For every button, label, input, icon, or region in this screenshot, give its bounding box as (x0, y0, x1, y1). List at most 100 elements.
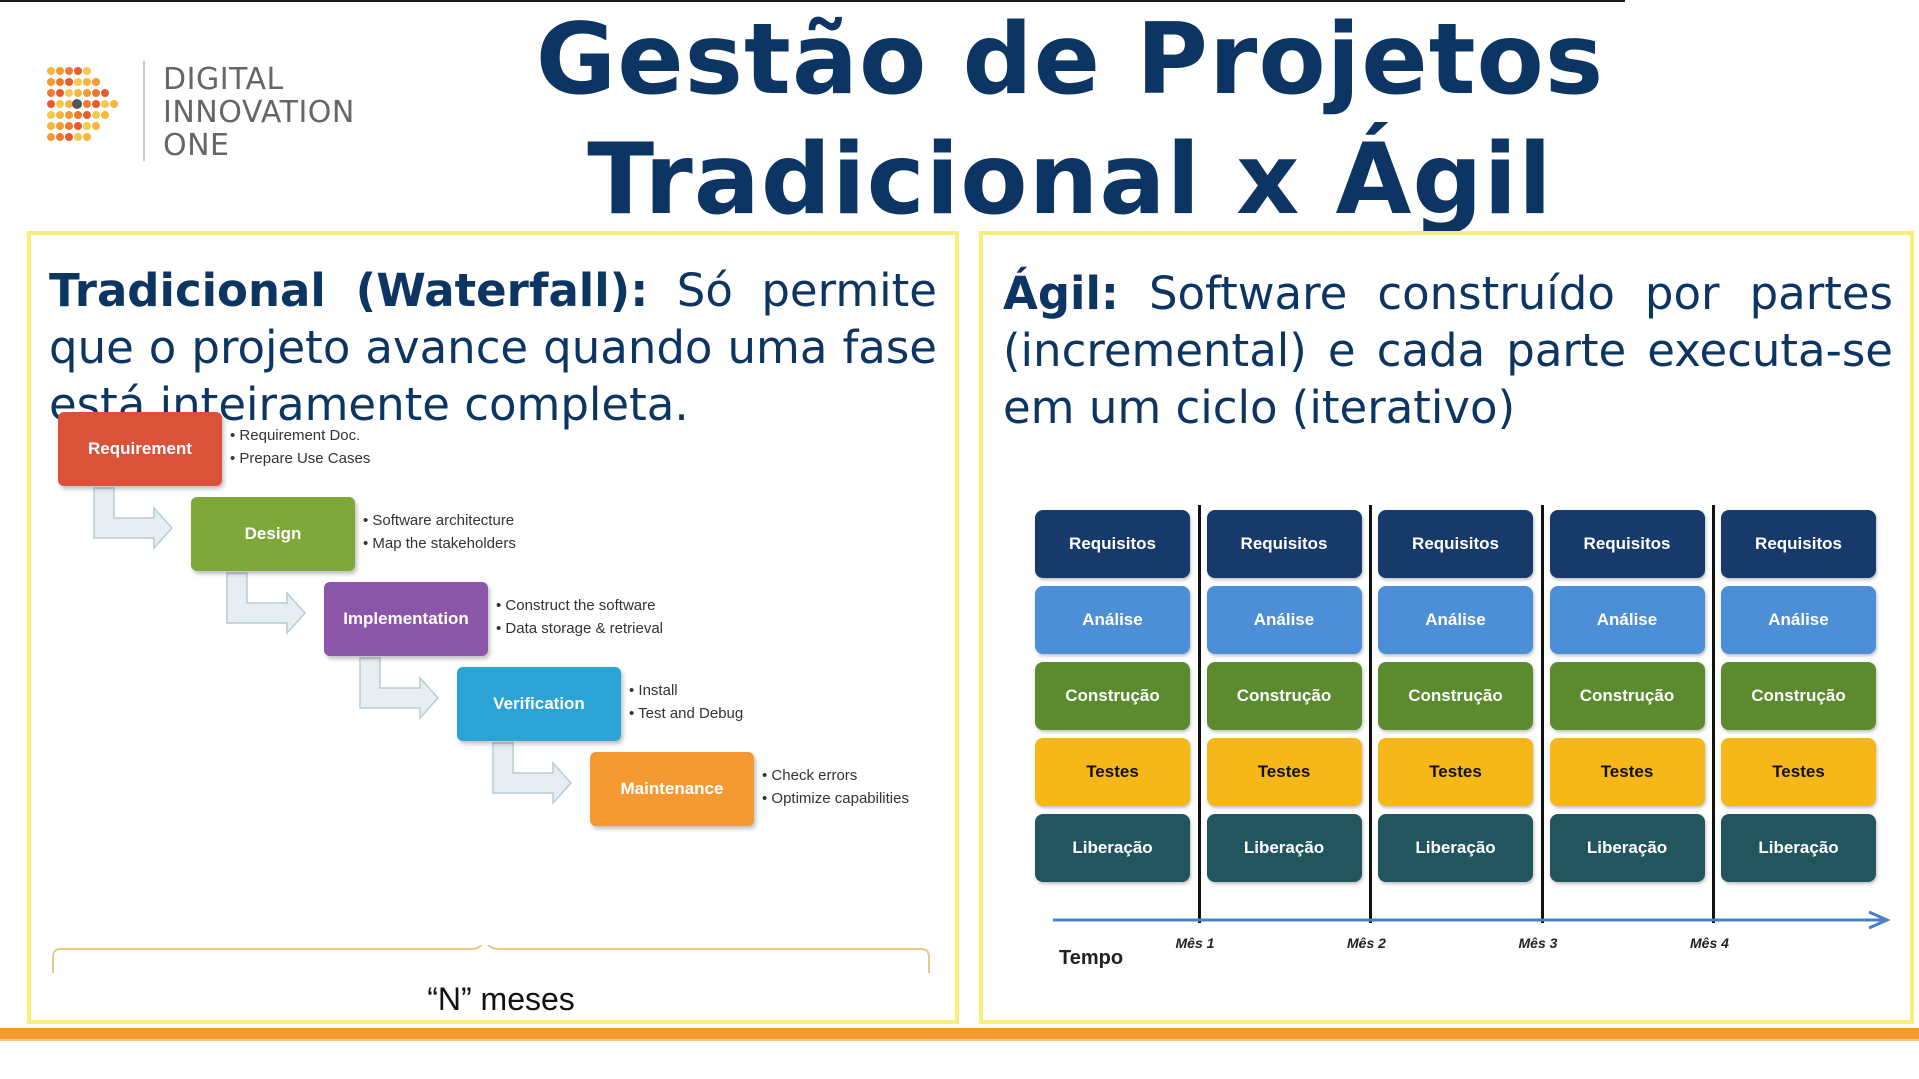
logo-dot (83, 122, 91, 130)
waterfall-phase-label: Verification (493, 694, 585, 713)
waterfall-phase-label: Implementation (343, 609, 469, 628)
waterfall-phase-notes: Check errorsOptimize capabilities (762, 764, 909, 810)
logo-dot (74, 122, 82, 130)
time-axis (1053, 910, 1891, 930)
logo-dot (83, 89, 91, 97)
agile-cell-label: Requisitos (1069, 534, 1156, 553)
agile-description: Ágil: Software construído por partes (in… (1003, 265, 1893, 436)
top-border-line (0, 0, 1625, 2)
logo-dot (92, 78, 100, 86)
agile-cell-label: Construção (1751, 686, 1846, 705)
logo-dot (83, 100, 91, 108)
logo-hexagon-icon (47, 67, 118, 141)
agile-cell: Requisitos (1206, 510, 1362, 578)
waterfall-note: Check errors (762, 764, 909, 787)
time-axis-label: Tempo (1059, 947, 1124, 969)
agile-cell: Construção (1378, 662, 1533, 730)
agile-cell-label: Liberação (1415, 838, 1496, 857)
agile-cell-label: Análise (1253, 610, 1315, 629)
agile-text: Software construído por partes (incremen… (1003, 267, 1893, 434)
duration-bracket (52, 945, 930, 973)
waterfall-note: Install (629, 679, 743, 702)
logo-dot (74, 111, 82, 119)
logo-dot (47, 67, 55, 75)
logo-dot (92, 122, 100, 130)
logo-dot (47, 89, 55, 97)
logo-dot (92, 89, 100, 97)
iteration-separator (1197, 505, 1201, 923)
agile-cell-label: Liberação (1758, 838, 1839, 857)
agile-cell: Requisitos (1549, 510, 1705, 578)
logo-dot (74, 89, 82, 97)
logo-dot (65, 67, 73, 75)
logo-dot (56, 122, 64, 130)
logo-dot (56, 100, 64, 108)
agile-cell: Liberação (1035, 814, 1190, 882)
month-label: Mês 2 (1347, 935, 1386, 951)
logo-dot (65, 78, 73, 86)
waterfall-phase-notes: InstallTest and Debug (629, 679, 743, 725)
waterfall-note: Data storage & retrieval (496, 617, 663, 640)
waterfall-arrow (359, 657, 440, 720)
agile-cell-label: Análise (1425, 610, 1486, 629)
logo-dot (83, 133, 91, 141)
waterfall-note: Construct the software (496, 594, 663, 617)
agile-cell-label: Testes (1772, 762, 1825, 781)
logo-dot (56, 89, 64, 97)
logo-dot (83, 67, 91, 75)
logo-dot (92, 111, 100, 119)
agile-cell: Requisitos (1035, 510, 1190, 578)
agile-cell-label: Requisitos (1583, 534, 1671, 553)
waterfall-phase: Requirement (58, 412, 222, 486)
logo-dot (83, 78, 91, 86)
agile-cell: Requisitos (1378, 510, 1533, 578)
logo-dot (65, 89, 73, 97)
logo-dot (65, 122, 73, 130)
agile-cell-label: Liberação (1586, 838, 1668, 857)
logo-dot (110, 100, 118, 108)
logo-dot (47, 100, 55, 108)
logo-line: INNOVATION (163, 95, 355, 130)
agile-cell: Construção (1721, 662, 1876, 730)
month-label: Mês 3 (1518, 935, 1558, 951)
logo-dot (83, 111, 91, 119)
iteration-separator (1712, 505, 1715, 923)
agile-cell-label: Liberação (1243, 838, 1325, 857)
waterfall-arrows (93, 487, 573, 805)
logo-dot (74, 78, 82, 86)
duration-label: “N” meses (427, 981, 575, 1017)
logo-center-dot (72, 99, 82, 109)
logo-dot (47, 111, 55, 119)
month-label: Mês 4 (1690, 935, 1729, 951)
logo-dot (56, 78, 64, 86)
waterfall-note: Prepare Use Cases (230, 447, 370, 470)
agile-cell: Testes (1549, 738, 1705, 806)
agile-heading: Ágil: (1003, 267, 1119, 320)
agile-cell-label: Requisitos (1755, 534, 1842, 553)
logo-separator (143, 61, 145, 161)
bottom-accent-bar (0, 1028, 1919, 1039)
logo: DIGITAL INNOVATION ONE (45, 55, 375, 175)
waterfall-phase-notes: Construct the softwareData storage & ret… (496, 594, 663, 640)
agile-cell: Liberação (1549, 814, 1705, 882)
agile-cell-label: Construção (1579, 686, 1675, 705)
logo-dot (92, 100, 100, 108)
agile-cell-label: Testes (1600, 762, 1654, 781)
agile-cell-label: Construção (1408, 686, 1503, 705)
logo-dot (56, 67, 64, 75)
traditional-text: Só permite que o projeto avance quando u… (49, 264, 937, 431)
waterfall-note: Requirement Doc. (230, 424, 370, 447)
time-axis-arrowhead (1868, 910, 1891, 930)
logo-dot (65, 111, 73, 119)
waterfall-note: Software architecture (363, 509, 516, 532)
waterfall-phase: Maintenance (590, 752, 754, 826)
iteration-separator (1369, 505, 1372, 923)
waterfall-arrow (492, 742, 573, 805)
waterfall-note: Optimize capabilities (762, 787, 909, 810)
title-line-1: Gestão de Projetos (535, 3, 1605, 117)
agile-cell: Análise (1378, 586, 1533, 654)
title-line-2: Tradicional x Ágil (587, 123, 1553, 237)
agile-cell: Testes (1206, 738, 1362, 806)
agile-cell: Construção (1206, 662, 1362, 730)
month-label: Mês 1 (1175, 935, 1215, 951)
